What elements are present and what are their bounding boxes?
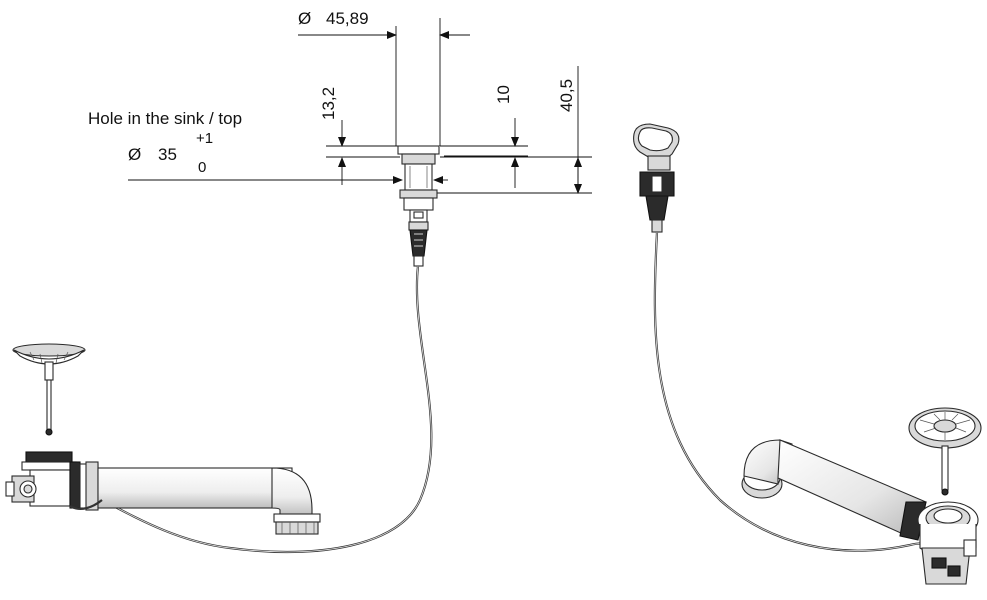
top-diameter-value: 45,89 xyxy=(326,9,369,28)
left-strainer-plug xyxy=(12,343,86,436)
diameter-symbol-hole: Ø xyxy=(128,145,141,164)
left-drain-assembly xyxy=(5,451,321,535)
hole-label: Hole in the sink / top xyxy=(88,109,242,128)
tolerance-upper: +1 xyxy=(196,130,213,147)
right-drain-assembly xyxy=(741,439,979,585)
diameter-symbol-top: Ø xyxy=(298,9,311,28)
center-cable xyxy=(101,265,433,554)
tolerance-lower: 0 xyxy=(198,159,206,176)
right-strainer-plug xyxy=(908,407,982,496)
height-13-value: 13,2 xyxy=(319,87,338,120)
dimension-labels: Ø 45,89 13,2 10 40,5 Hole in the sink / … xyxy=(88,9,576,176)
height-40-value: 40,5 xyxy=(557,79,576,112)
dimension-lines xyxy=(128,18,592,194)
operating-knob-section xyxy=(397,145,440,267)
right-operating-knob xyxy=(633,123,680,233)
height-10-value: 10 xyxy=(494,85,513,104)
hole-diameter-value: 35 xyxy=(158,145,177,164)
right-cable xyxy=(653,231,941,557)
